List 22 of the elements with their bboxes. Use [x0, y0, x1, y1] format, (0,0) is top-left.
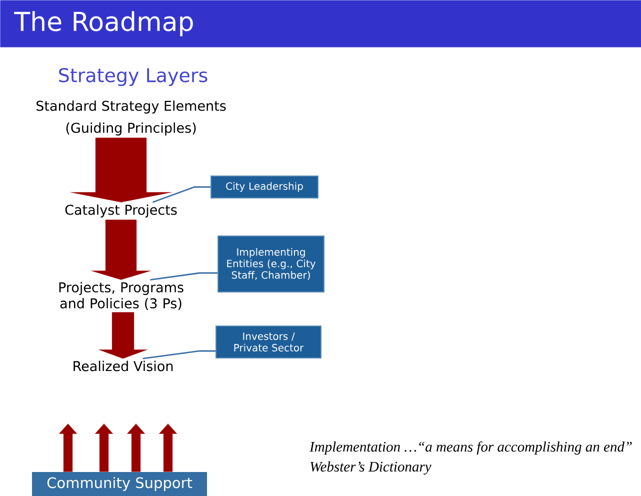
actor-box: City Leadership	[210, 176, 318, 198]
stage-label: Standard Strategy Elements (Guiding Principles)	[36, 100, 226, 136]
block-arrow	[98, 312, 148, 359]
up-arrow	[58, 424, 78, 472]
quote-text: Implementation …“a means for accomplishing an end”	[309, 441, 632, 455]
up-arrow	[94, 424, 114, 472]
support-banner: Community Support	[32, 472, 207, 496]
block-arrow	[70, 138, 172, 202]
section-heading: Strategy Layers	[59, 68, 208, 86]
up-arrow	[126, 424, 146, 472]
leader-line	[150, 272, 218, 280]
leader-line	[142, 350, 216, 360]
stage-label: Catalyst Projects	[65, 204, 177, 218]
stage-label: Projects, Programs and Policies (3 Ps)	[59, 282, 184, 310]
actor-box: Investors / Private Sector	[216, 326, 322, 358]
actor-box: Implementing Entities (e.g., City Staff, Chamber)	[218, 236, 324, 292]
block-arrow	[90, 220, 152, 280]
leader-line	[152, 186, 210, 203]
stage-label: Realized Vision	[74, 360, 173, 372]
source-citation: Webster’s Dictionary	[310, 461, 432, 475]
up-arrow	[158, 424, 178, 472]
title-banner: The Roadmap	[0, 0, 641, 48]
